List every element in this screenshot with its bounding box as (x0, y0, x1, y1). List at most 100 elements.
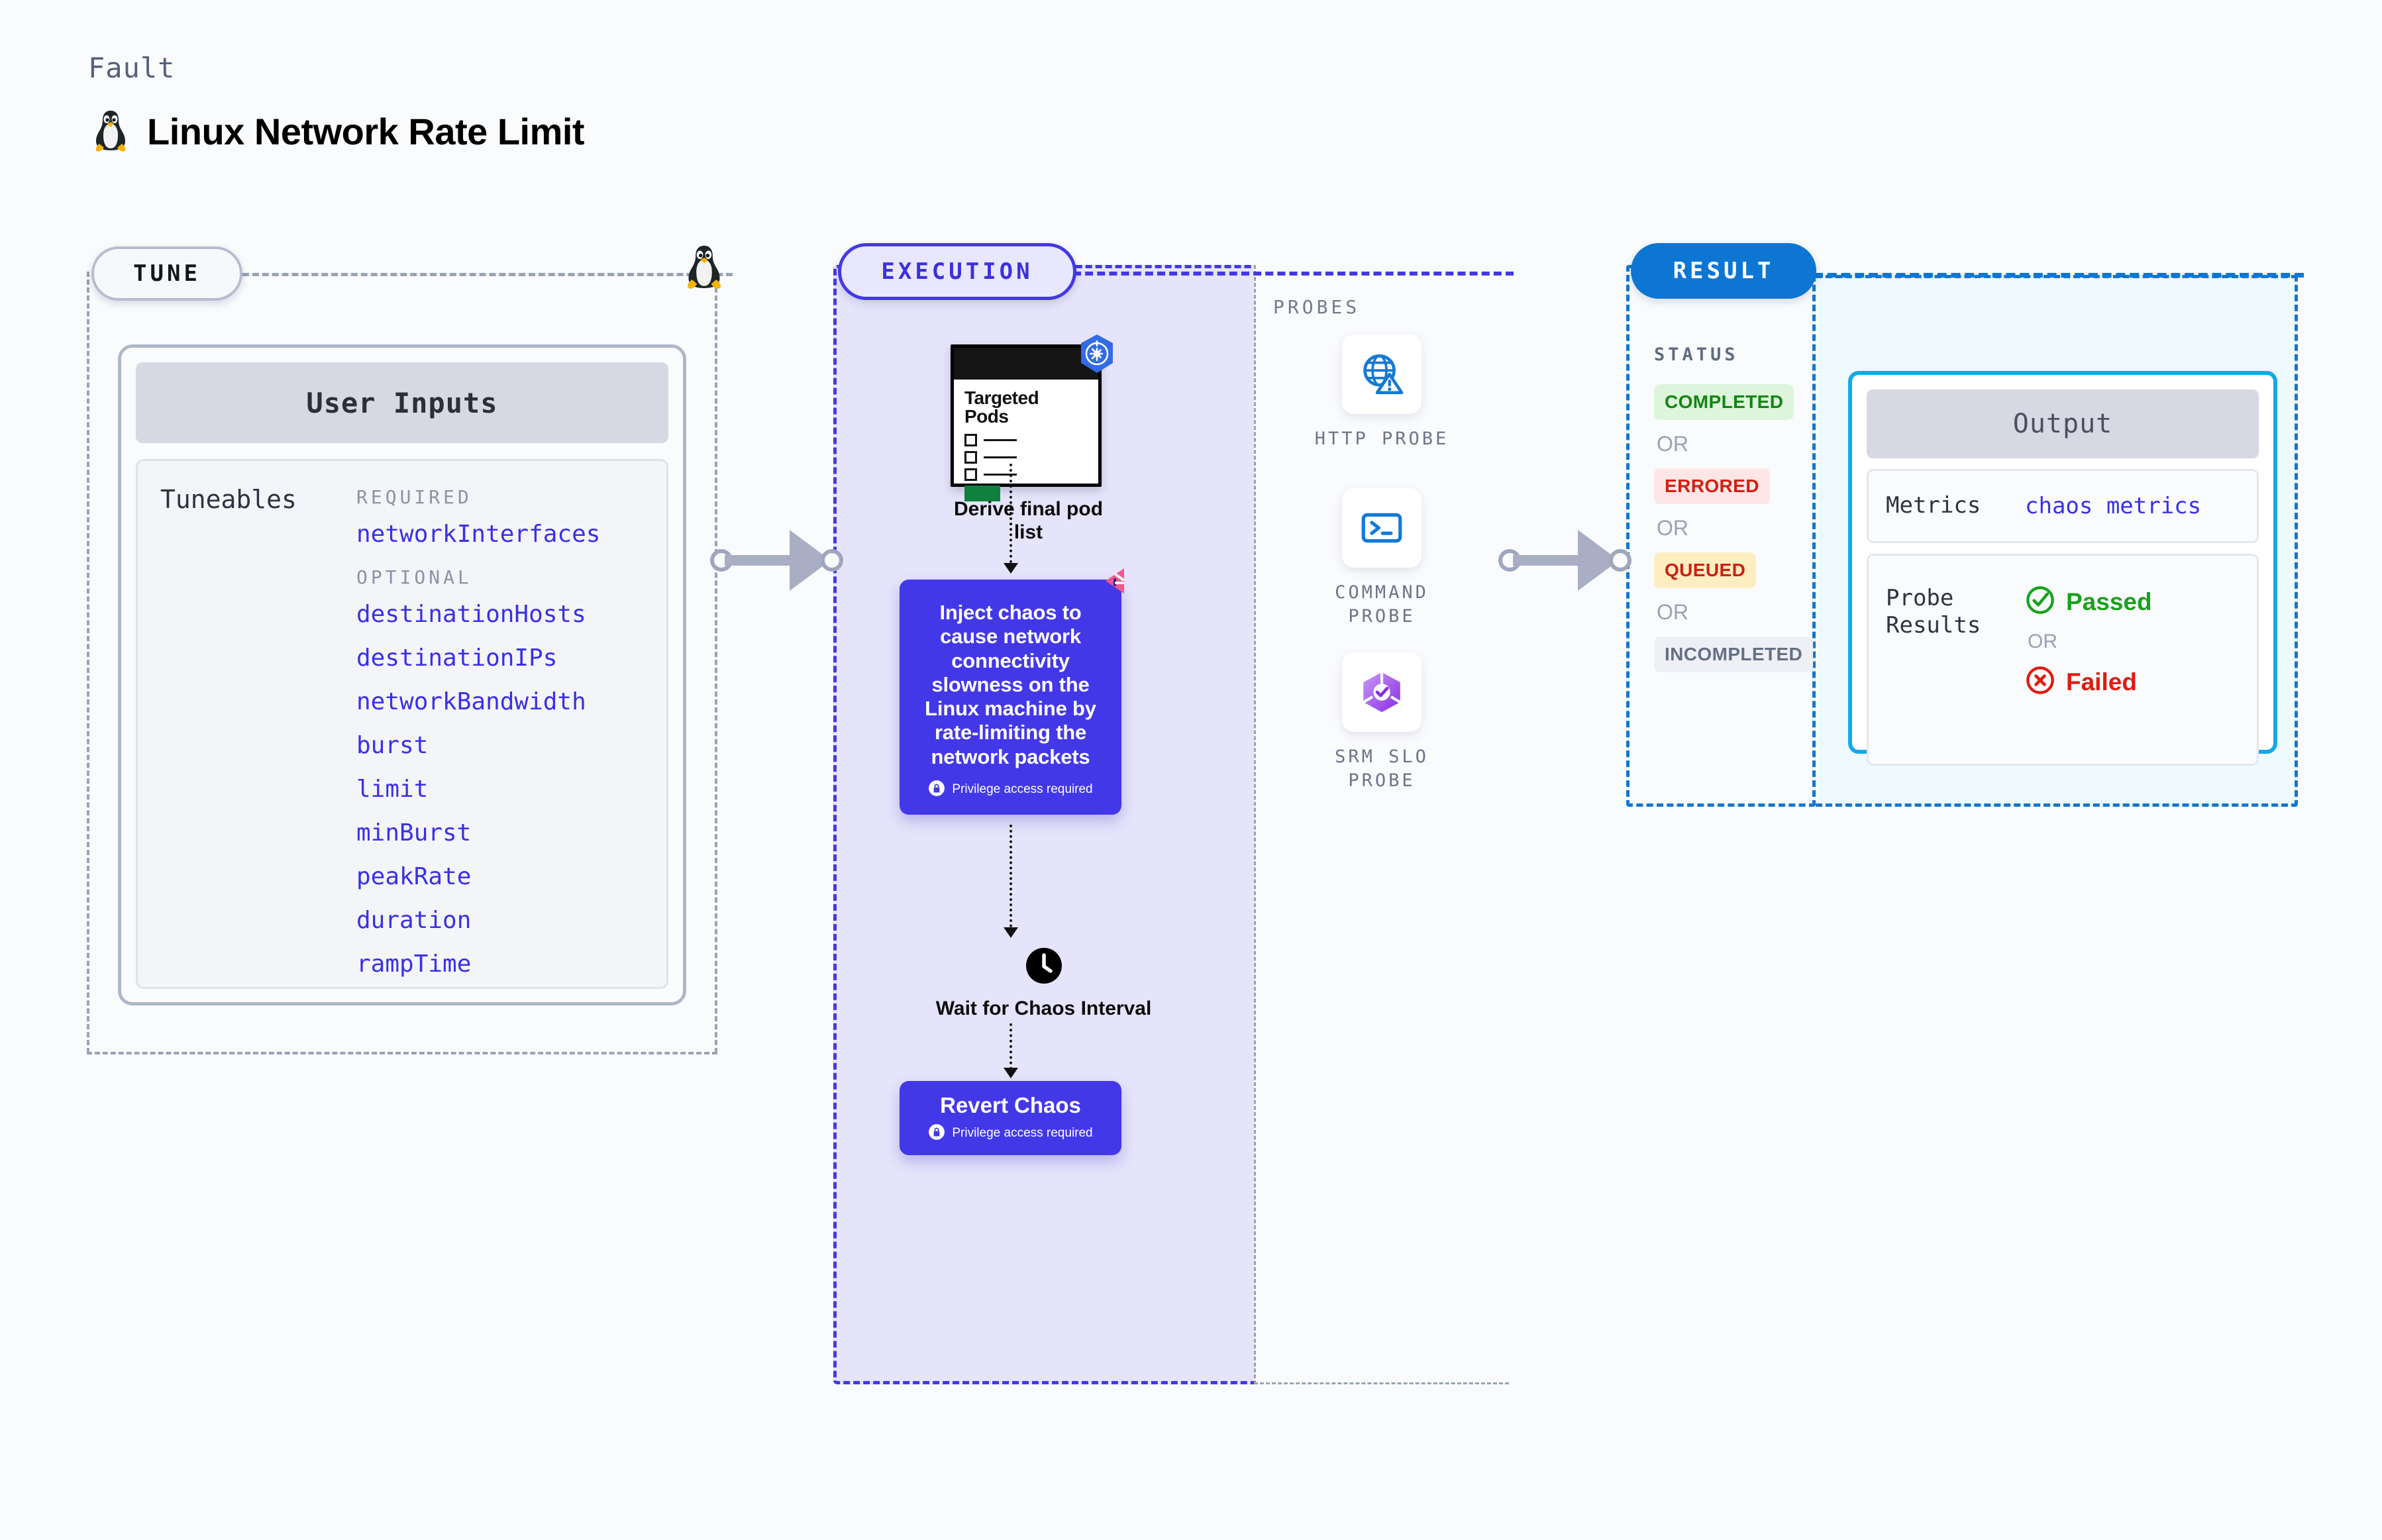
kubernetes-helm-icon (1076, 333, 1118, 379)
checkbox-icon (964, 434, 977, 446)
flow-arrow-head (1004, 563, 1018, 574)
revert-chaos-title: Revert Chaos (940, 1092, 1081, 1117)
arrow-tune-to-execution (710, 530, 856, 591)
tuneable-duration[interactable]: duration (356, 907, 472, 934)
tune-region-border-right (715, 272, 717, 1053)
litmus-chaos-icon (1099, 562, 1136, 603)
user-inputs-card: User Inputs Tuneables REQUIRED networkIn… (118, 344, 686, 1005)
inject-chaos-node[interactable]: Inject chaos to cause network connectivi… (900, 568, 1124, 815)
tuneable-rampTime[interactable]: rampTime (356, 950, 472, 978)
pods-green-bar (964, 486, 1000, 501)
arrow-end-dot (1609, 549, 1631, 572)
targeted-pods-card: Targeted Pods (951, 334, 1113, 501)
probe-http[interactable]: HTTP PROBE (1297, 334, 1467, 451)
probe-result-or: OR (2028, 631, 2057, 652)
output-metrics-row: Metrics chaos metrics (1867, 469, 2259, 543)
stage-pill-tune[interactable]: TUNE (91, 246, 242, 301)
flow-arrow-inject-to-wait (1010, 825, 1012, 927)
targeted-pods-node: Targeted Pods (951, 334, 1113, 543)
arrow-shaft (725, 555, 809, 566)
flow-arrow-pods-to-inject (1010, 464, 1012, 563)
status-badge-completed: COMPLETED (1654, 384, 1794, 420)
status-or-3: OR (1657, 600, 1688, 624)
stage-pill-result[interactable]: RESULT (1631, 243, 1816, 299)
globe-warning-icon (1342, 334, 1422, 414)
linux-tux-icon (91, 109, 130, 153)
fault-eyebrow-label: Fault (88, 52, 176, 84)
output-card: Output Metrics chaos metrics Probe Resul… (1848, 371, 2277, 766)
tuneable-minBurst[interactable]: minBurst (356, 819, 472, 847)
tuneable-destinationIPs[interactable]: destinationIPs (356, 644, 558, 672)
revert-chaos-node[interactable]: Revert Chaos Privilege access required (900, 1081, 1121, 1155)
probe-result-passed-label: Passed (2066, 588, 2152, 615)
status-badge-list: COMPLETED OR ERRORED OR QUEUED OR INCOMP… (1654, 384, 1814, 672)
execution-connector-line (1073, 272, 1514, 276)
probes-label: PROBES (1273, 296, 1361, 318)
probe-result-failed-label: Failed (2066, 668, 2137, 695)
tuneables-label: Tuneables (160, 485, 297, 514)
output-probe-results-row: Probe Results Passed OR (1867, 554, 2259, 766)
arrow-execution-to-result (1498, 530, 1644, 591)
output-probe-key-line2: Results (1886, 612, 1981, 639)
probes-region (1254, 265, 1509, 1384)
checkbox-icon (964, 468, 977, 481)
pods-checklist-row (964, 468, 1098, 481)
tuneable-peakRate[interactable]: peakRate (356, 863, 472, 890)
clock-icon (1025, 948, 1062, 987)
flow-arrow-head (1004, 927, 1018, 938)
page-title: Linux Network Rate Limit (147, 110, 585, 152)
tuneable-networkInterfaces[interactable]: networkInterfaces (356, 521, 601, 548)
tuneables-group-required-title: REQUIRED (356, 486, 472, 508)
slo-gauge-check-icon (1342, 652, 1422, 732)
tuneable-destinationHosts[interactable]: destinationHosts (356, 601, 586, 628)
status-or-1: OR (1657, 432, 1688, 456)
probe-srm-slo-label: SRM SLO PROBE (1335, 746, 1429, 792)
probe-command[interactable]: COMMAND PROBE (1297, 488, 1467, 629)
inject-privilege-row: Privilege access required (917, 780, 1104, 800)
arrow-shaft (1513, 555, 1598, 566)
user-inputs-header: User Inputs (136, 362, 668, 443)
probe-srm-slo[interactable]: SRM SLO PROBE (1297, 652, 1467, 794)
probe-command-label: COMMAND PROBE (1335, 582, 1429, 627)
result-status-region (1626, 265, 1816, 807)
revert-privilege-row: Privilege access required (928, 1123, 1093, 1144)
tuneables-panel: Tuneables REQUIRED networkInterfaces OPT… (136, 459, 668, 989)
arrow-end-dot (821, 549, 843, 572)
output-header: Output (1867, 389, 2259, 458)
tuneables-group-optional-title: OPTIONAL (356, 566, 472, 588)
tuneable-burst[interactable]: burst (356, 732, 429, 759)
wait-chaos-interval-caption: Wait for Chaos Interval (935, 998, 1152, 1019)
tuneable-networkBandwidth[interactable]: networkBandwidth (356, 688, 586, 715)
pods-card-body: Targeted Pods (954, 380, 1098, 501)
output-metrics-value[interactable]: chaos metrics (2025, 493, 2202, 519)
tune-connector-line (242, 273, 733, 276)
tuneables-list: REQUIRED networkInterfaces OPTIONAL dest… (356, 486, 666, 987)
lock-icon (928, 1123, 945, 1144)
checkbox-icon (964, 451, 977, 464)
status-badge-incompleted: INCOMPLETED (1654, 637, 1814, 672)
pods-checklist-row (964, 434, 1098, 446)
pods-line (984, 439, 1017, 441)
stage-pill-execution[interactable]: EXECUTION (838, 243, 1076, 300)
pods-checklist-row (964, 451, 1098, 464)
pods-line (984, 456, 1017, 458)
linux-tux-marker-icon (684, 244, 725, 295)
x-circle-icon (2025, 665, 2055, 699)
flow-arrow-wait-to-revert (1010, 1023, 1012, 1070)
status-badge-queued: QUEUED (1654, 552, 1757, 588)
inject-chaos-text: Inject chaos to cause network connectivi… (925, 601, 1096, 768)
flow-arrow-head (1004, 1068, 1018, 1078)
execution-flow: Targeted Pods (833, 265, 1254, 1384)
terminal-icon (1342, 488, 1422, 568)
derive-pod-list-caption: Derive final pod list (953, 498, 1104, 543)
wait-chaos-interval-node: Wait for Chaos Interval (833, 947, 1254, 1020)
pods-card-titlebar (954, 348, 1098, 380)
output-probe-key-line1: Probe (1886, 585, 1954, 611)
pods-card-title-line1: Targeted (964, 387, 1039, 408)
inject-privilege-note: Privilege access required (952, 782, 1093, 797)
probe-result-failed: Failed (2025, 665, 2152, 699)
pods-checklist (964, 434, 1098, 501)
tuneable-limit[interactable]: limit (356, 776, 429, 803)
result-connector-line (1814, 273, 2304, 278)
